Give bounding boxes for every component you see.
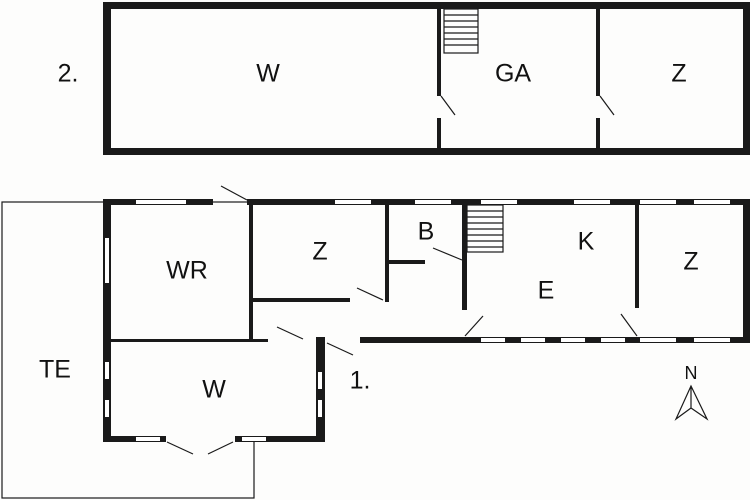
room-label: E (538, 277, 555, 305)
room-label: B (418, 218, 435, 246)
door-swings (166, 185, 638, 455)
room-label: TE (39, 356, 71, 384)
room-label: Z (312, 238, 327, 266)
room-label: Z (683, 248, 698, 276)
stairs-icon (443, 8, 479, 54)
level-label-upper: 2. (58, 60, 79, 88)
room-label: Z (671, 60, 686, 88)
room-label: W (256, 60, 280, 88)
level-label-ground: 1. (350, 367, 371, 395)
ground-floor (1, 185, 750, 499)
room-label: K (578, 228, 595, 256)
room-label: W (202, 376, 226, 404)
north-arrow-icon (674, 384, 709, 421)
room-label: WR (166, 257, 208, 285)
stairs-icon (466, 204, 504, 253)
room-label: GA (495, 60, 531, 88)
upper-floor (103, 2, 750, 155)
compass-label: N (685, 363, 698, 383)
